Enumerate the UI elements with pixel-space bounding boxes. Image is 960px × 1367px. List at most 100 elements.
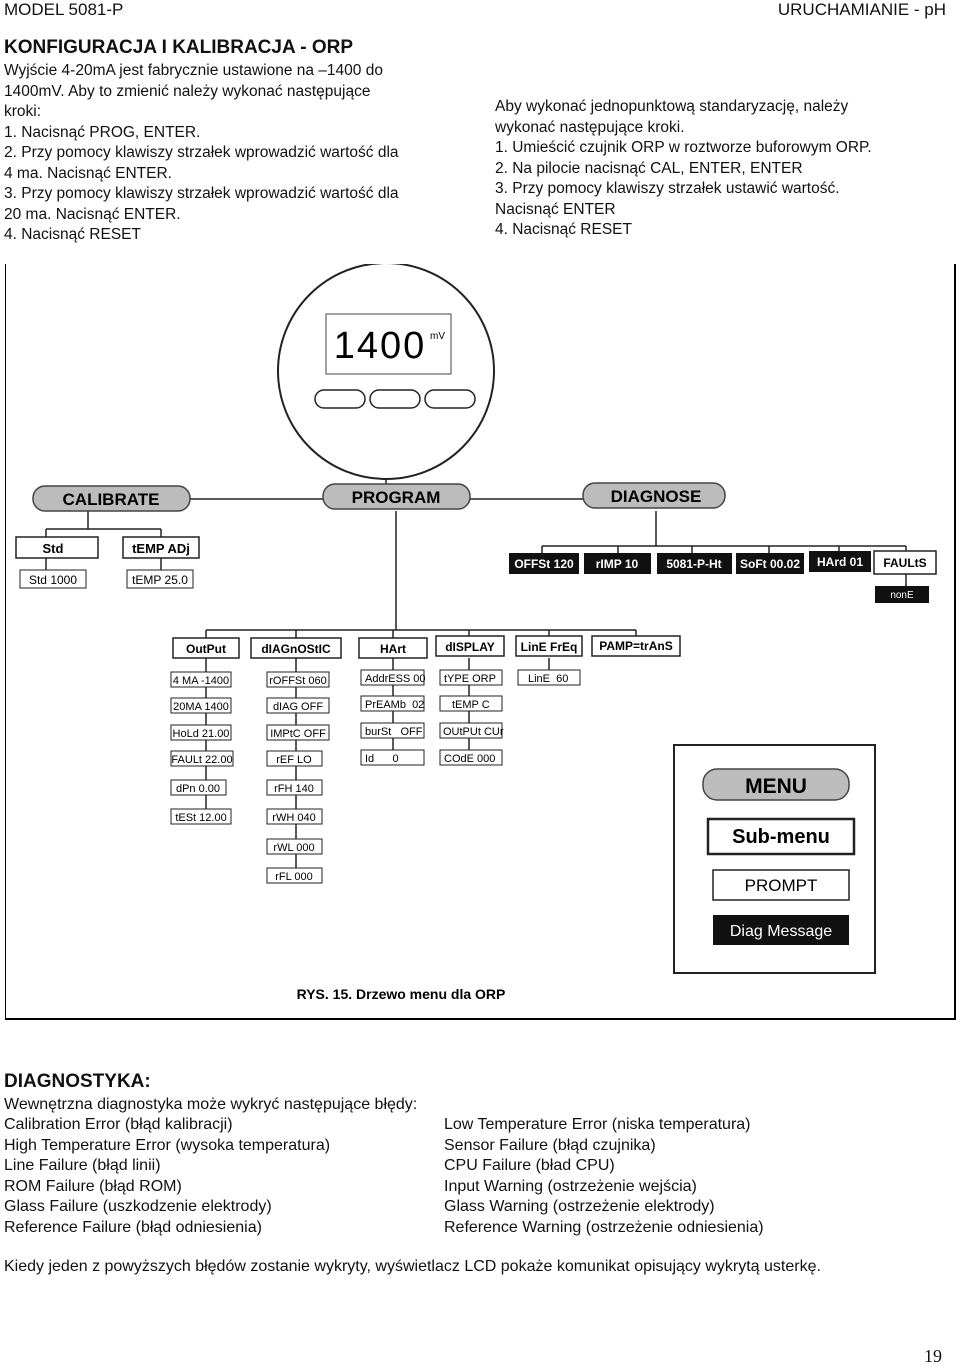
standard-line: Aby wykonać jednopunktową standaryzację,…: [495, 98, 849, 115]
config-line: 4 ma. Nacisnąć ENTER.: [4, 164, 172, 182]
remote-display: 1400 mV: [277, 264, 495, 480]
diag-msg-offset: OFFSt 120: [509, 553, 579, 574]
diagnostic-item: Glass Failure (uszkodzenie elektrody): [4, 1198, 272, 1215]
figure-caption: RYS. 15. Drzewo menu dla ORP: [297, 986, 506, 1002]
diagnostic-item: ROM Failure (błąd ROM): [4, 1177, 182, 1195]
prompt-box: 20MA 1400: [173, 701, 229, 713]
svg-text:5081-P-Ht: 5081-P-Ht: [666, 557, 721, 571]
standard-line: 2. Na pilocie nacisnąć CAL, ENTER, ENTER: [495, 159, 803, 177]
prog-submenu-hart: HArt: [358, 637, 428, 659]
prog-submenu-display: dISPLAY: [435, 635, 505, 657]
diagnostic-prompts: rOFFSt 060 dIAG OFF IMPtC OFF rEF LO rFH…: [266, 671, 330, 884]
main-menu-label: PROGRAM: [352, 488, 441, 507]
remote-key-right[interactable]: [424, 389, 476, 409]
lcd-value: 1400: [334, 325, 427, 367]
prompt-box: OUtPUt CUr: [443, 726, 504, 738]
diagnostics-footer: Kiedy jeden z powyższych błędów zostanie…: [4, 1258, 821, 1275]
prompt-box: tEMP C: [452, 699, 490, 711]
prompt-box: dIAG OFF: [273, 701, 323, 713]
config-line: kroki:: [4, 103, 42, 120]
main-menu-calibrate: CALIBRATE: [32, 485, 191, 512]
diagnostic-item: Reference Failure (błąd odniesienia): [4, 1218, 262, 1236]
diagnostic-item: Glass Warning (ostrzeżenie elektrody): [444, 1198, 715, 1215]
config-line: 2. Przy pomocy klawiszy strzałek wprowad…: [4, 144, 399, 161]
svg-text:HArt: HArt: [380, 642, 406, 656]
config-line: 4. Nacisnąć RESET: [4, 226, 141, 243]
remote-key-center[interactable]: [369, 389, 421, 409]
menu-tree-svg: 1400 mV CALIBRATE PROGRAM DIAGNOSE Std t…: [15, 264, 937, 1002]
standard-line: 1. Umieścić czujnik ORP w roztworze bufo…: [495, 139, 872, 156]
diag-msg-model: 5081-P-Ht: [657, 553, 732, 574]
config-title: KONFIGURACJA I KALIBRACJA - ORP: [4, 37, 354, 58]
legend-diag-label: Diag Message: [730, 923, 832, 940]
lcd-frame: [325, 313, 452, 375]
svg-text:rIMP 10: rIMP 10: [596, 557, 639, 571]
svg-text:dIAGnOStIC: dIAGnOStIC: [261, 642, 331, 656]
prompt-box: rFL 000: [275, 871, 313, 883]
diagnostic-item: High Temperature Error (wysoka temperatu…: [4, 1136, 331, 1154]
prompt-box: rWL 000: [273, 842, 314, 854]
svg-text:nonE: nonE: [890, 590, 914, 601]
main-menu-diagnose: DIAGNOSE: [582, 482, 726, 509]
menu-tree-figure: 1400 mV CALIBRATE PROGRAM DIAGNOSE Std t…: [5, 264, 956, 1020]
prompt-box: dPn 0.00: [176, 783, 220, 795]
svg-text:OFFSt 120: OFFSt 120: [514, 557, 574, 571]
prompt-box: rFH 140: [274, 783, 314, 795]
prompt-box: HoLd 21.00: [173, 728, 230, 740]
cal-submenu-std: Std: [15, 536, 99, 559]
diag-msg-software: SoFt 00.02: [736, 553, 804, 574]
diag-submenu-faults: FAULtS: [873, 550, 937, 575]
standard-steps: Aby wykonać jednopunktową standaryzację,…: [495, 97, 955, 241]
config-line: 20 ma. Nacisnąć ENTER.: [4, 205, 181, 223]
svg-text:LinE FrEq: LinE FrEq: [521, 640, 578, 654]
config-line: 1400mV. Aby to zmienić należy wykonać na…: [4, 82, 371, 100]
legend: MENU Sub-menu PROMPT Diag Message: [673, 744, 876, 974]
remote-key-left[interactable]: [314, 389, 366, 409]
prog-submenu-diagnostic: dIAGnOStIC: [250, 637, 342, 659]
svg-text:dISPLAY: dISPLAY: [445, 640, 495, 654]
config-line: 3. Przy pomocy klawiszy strzałek wprowad…: [4, 185, 399, 202]
prompt-box: COdE 000: [444, 753, 495, 765]
diagnostic-item: Line Failure (błąd linii): [4, 1157, 161, 1174]
legend-prompt: [712, 869, 850, 901]
legend-submenu: [706, 817, 856, 856]
header-model: MODEL 5081-P: [4, 0, 124, 19]
cal-prompt-temp: tEMP 25.0: [126, 569, 194, 589]
diagnostic-item: CPU Failure (bład CPU): [444, 1157, 615, 1174]
prompt-box: rOFFSt 060: [269, 675, 326, 687]
prompt-box: rWH 040: [272, 812, 315, 824]
display-prompts: tYPE ORP tEMP C OUtPUt CUr COdE 000: [439, 669, 504, 766]
main-menu-label: CALIBRATE: [63, 490, 160, 509]
diagnostic-item: Low Temperature Error (niska temperatura…: [444, 1116, 751, 1133]
linefreq-prompts: LinE 60: [517, 669, 581, 686]
prompt-box: LinE 60: [528, 673, 568, 685]
legend-submenu-label: Sub-menu: [732, 826, 830, 848]
prog-submenu-linefreq: LinE FrEq: [515, 635, 583, 657]
prompt-box: tESt 12.00: [175, 812, 226, 824]
diag-msg-rimp: rIMP 10: [584, 553, 651, 574]
page-number: 19: [924, 1346, 942, 1366]
cal-submenu-temp: tEMP ADj: [122, 536, 200, 559]
svg-text:PAMP=trAnS: PAMP=trAnS: [599, 639, 672, 653]
svg-text:FAULtS: FAULtS: [883, 556, 926, 570]
diagnostics-list-left: Calibration Error (błąd kalibracji) High…: [4, 1115, 434, 1238]
prompt-box: AddrESS 00: [365, 673, 426, 685]
main-menu-program: PROGRAM: [322, 483, 471, 510]
svg-text:Std 1000: Std 1000: [29, 573, 77, 587]
svg-text:OutPut: OutPut: [186, 642, 226, 656]
config-line: 1. Nacisnąć PROG, ENTER.: [4, 123, 201, 141]
svg-text:SoFt 00.02: SoFt 00.02: [740, 557, 800, 571]
diag-msg-hardware: HArd 01: [809, 551, 871, 572]
prompt-box: FAULt 22.00: [171, 754, 232, 766]
diagnostic-item: Input Warning (ostrzeżenie wejścia): [444, 1177, 697, 1195]
hart-prompts: AddrESS 00 PrEAMb 02 burSt OFF Id 0: [360, 669, 426, 766]
prompt-box: Id 0: [365, 753, 399, 765]
legend-prompt-label: PROMPT: [745, 876, 818, 895]
diag-fault-prompt: nonE: [875, 586, 929, 603]
legend-menu: [702, 768, 850, 801]
prompt-box: PrEAMb 02: [365, 699, 424, 711]
lcd-unit: mV: [430, 331, 445, 342]
svg-text:Std: Std: [43, 541, 64, 556]
config-steps: Wyjście 4-20mA jest fabrycznie ustawione…: [4, 61, 474, 246]
prompt-box: burSt OFF: [365, 726, 423, 738]
